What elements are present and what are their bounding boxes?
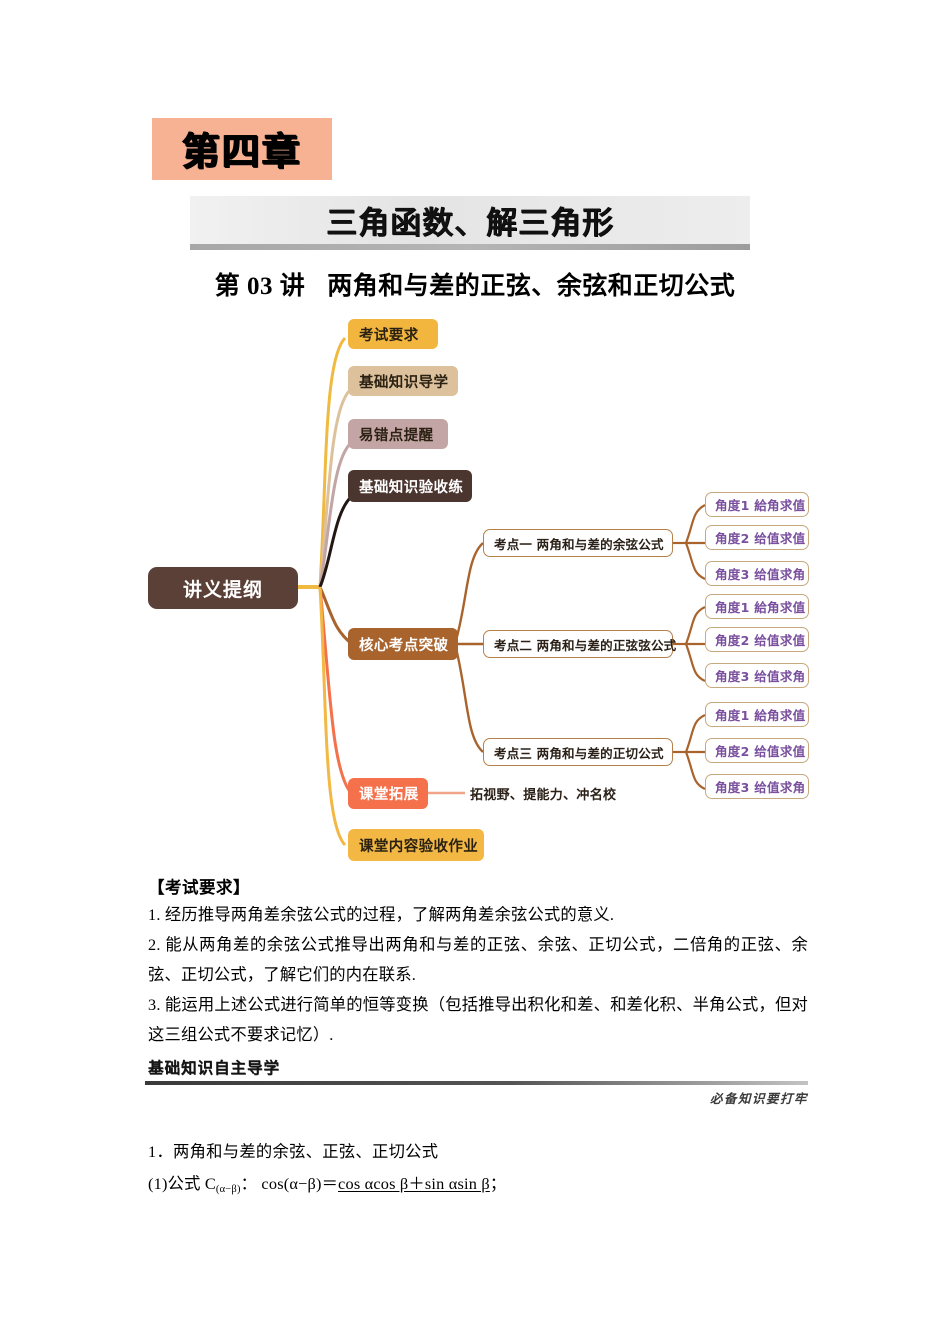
chapter-title-banner: 三角函数、解三角形 [190, 196, 750, 244]
basics-section-divider [145, 1081, 808, 1085]
mindmap-branch-basics-practice[interactable]: 基础知识验收练 [348, 470, 472, 502]
lecture-title: 第 03 讲两角和与差的正弦、余弦和正切公式 [0, 266, 950, 302]
mindmap-leaf-angle1[interactable]: 角度1 給角求值 [705, 492, 809, 517]
chapter-title-text: 三角函数、解三角形 [326, 205, 614, 242]
mindmap-leaf-angle2[interactable]: 角度2 给值求值 [705, 738, 809, 763]
mindmap-branch-label: 核心考点突破 [359, 637, 449, 654]
mindmap-branch-label: 课堂拓展 [359, 787, 419, 803]
chapter-title-underline [190, 244, 750, 250]
basics-section-note: 必备知识要打牢 [709, 1092, 808, 1106]
mindmap-leaf-label: 角度3 给值求角 [715, 567, 806, 582]
chapter-badge: 第四章 [152, 118, 332, 180]
mindmap-branch-homework[interactable]: 课堂内容验收作业 [348, 829, 484, 861]
mindmap-topic-sine-formula[interactable]: 考点二 两角和与差的正弦弦公式 [483, 630, 677, 658]
mindmap-leaf-label: 角度2 给值求值 [715, 744, 806, 759]
mindmap-leaf-angle1[interactable]: 角度1 給角求值 [705, 594, 809, 619]
mindmap-branch-class-extension[interactable]: 课堂拓展 [348, 778, 428, 809]
mindmap-connectors [295, 336, 706, 847]
exam-requirement-item-3: 3. 能运用上述公式进行简单的恒等变换（包括推导出积化和差、和差化积、半角公式，… [148, 995, 808, 1044]
mindmap-branch-label: 基础知识验收练 [359, 479, 464, 496]
mindmap-topic-label: 考点二 两角和与差的正弦弦公式 [494, 637, 677, 653]
formula-terminator: ； [489, 1174, 507, 1193]
knowledge-point-title: 1．两角和与差的余弦、正弦、正切公式 [148, 1142, 439, 1161]
mindmap-leaf-label: 角度1 給角求值 [715, 708, 806, 723]
mindmap-leaf-angle1[interactable]: 角度1 給角求值 [705, 702, 809, 727]
exam-requirement-item-1: 1. 经历推导两角差余弦公式的过程，了解两角差余弦公式的意义. [148, 905, 615, 924]
mindmap-leaf-label: 角度3 给值求角 [715, 669, 806, 684]
mindmap-branch-core-points[interactable]: 核心考点突破 [348, 628, 458, 660]
mindmap-leaf-label: 角度2 给值求值 [715, 531, 806, 546]
mindmap-center-node[interactable]: 讲义提纲 [148, 567, 298, 609]
mindmap-leaf-label: 角度1 給角求值 [715, 498, 806, 513]
formula-colon: ： [240, 1174, 258, 1193]
mindmap-leaf-angle3[interactable]: 角度3 给值求角 [705, 663, 809, 688]
chapter-badge-label: 第四章 [181, 129, 303, 174]
mindmap-leaf-angle2[interactable]: 角度2 给值求值 [705, 627, 809, 652]
mindmap-leaf-label: 角度1 給角求值 [715, 600, 806, 615]
mindmap-topic-tangent-formula[interactable]: 考点三 两角和与差的正切公式 [483, 738, 673, 766]
mindmap-branch-exam-requirement[interactable]: 考试要求 [348, 319, 438, 349]
knowledge-point-formula: (1)公式 C(α−β)： cos(α−β)＝cos αcos β＋sin αs… [148, 1170, 506, 1195]
formula-right-side: cos αcos β＋sin αsin β [338, 1174, 490, 1193]
formula-left-side: cos(α−β)＝ [261, 1174, 339, 1193]
mindmap-branch-error-reminder[interactable]: 易错点提醒 [348, 419, 448, 449]
mindmap-branch-label: 考试要求 [359, 327, 419, 344]
mindmap-topic-cosine-formula[interactable]: 考点一 两角和与差的余弦公式 [483, 529, 673, 557]
basics-section-heading: 基础知识自主导学 [148, 1059, 281, 1077]
lecture-number: 第 03 讲 [214, 273, 306, 300]
exam-requirements-heading: 【考试要求】 [148, 878, 250, 897]
mindmap-topic-label: 考点一 两角和与差的余弦公式 [494, 536, 664, 552]
mindmap-leaf-angle3[interactable]: 角度3 给值求角 [705, 774, 809, 799]
lecture-name: 两角和与差的正弦、余弦和正切公式 [327, 273, 736, 300]
formula-prefix: (1)公式 C [148, 1174, 216, 1193]
mindmap-extension-note-label: 拓视野、提能力、冲名校 [470, 787, 617, 803]
mindmap-topic-label: 考点三 两角和与差的正切公式 [494, 745, 664, 761]
mindmap-extension-note: 拓视野、提能力、冲名校 [470, 781, 650, 805]
lecture-outline-mindmap: 讲义提纲 考试要求 基础知识导学 易错点提醒 基础知识验收练 核心考点突破 课堂… [0, 300, 950, 880]
mindmap-leaf-angle3[interactable]: 角度3 给值求角 [705, 561, 809, 586]
mindmap-leaf-angle2[interactable]: 角度2 给值求值 [705, 525, 809, 550]
mindmap-branch-basics-guide[interactable]: 基础知识导学 [348, 366, 458, 396]
formula-subscript: (α−β) [215, 1184, 241, 1195]
mindmap-leaf-label: 角度2 给值求值 [715, 633, 806, 648]
mindmap-leaf-label: 角度3 给值求角 [715, 780, 806, 795]
mindmap-branch-label: 基础知识导学 [359, 374, 449, 391]
exam-requirement-item-2: 2. 能从两角差的余弦公式推导出两角和与差的正弦、余弦、正切公式，二倍角的正弦、… [148, 935, 808, 984]
mindmap-branch-label: 易错点提醒 [359, 427, 434, 444]
mindmap-branch-label: 课堂内容验收作业 [359, 838, 479, 855]
mindmap-center-label: 讲义提纲 [182, 578, 263, 601]
